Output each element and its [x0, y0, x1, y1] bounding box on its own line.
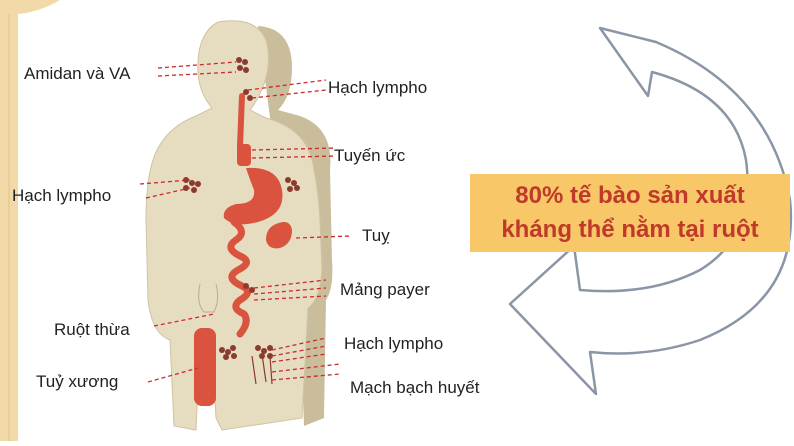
label-tuyen-uc: Tuyến ức — [334, 146, 405, 166]
callout-line-1: 80% tế bào sản xuất — [515, 179, 744, 213]
top-corner-decoration — [0, 0, 60, 14]
label-hach-lympho-neck: Hạch lympho — [328, 78, 427, 98]
label-ruot-thua: Ruột thừa — [54, 320, 130, 340]
callout-box: 80% tế bào sản xuất kháng thể nằm tại ru… — [470, 174, 790, 252]
label-hach-lympho-armpit: Hạch lympho — [12, 186, 111, 206]
label-mang-payer: Mảng payer — [340, 280, 430, 300]
thymus — [237, 144, 251, 166]
esophagus — [240, 96, 242, 146]
label-mach-bach-huyet: Mạch bạch huyết — [350, 378, 479, 398]
bone-marrow — [194, 328, 216, 406]
left-strip — [0, 0, 18, 441]
label-hach-lympho-groin: Hạch lympho — [344, 334, 443, 354]
label-amidan-va: Amidan và VA — [24, 64, 130, 84]
label-tuy: Tuỵ — [362, 226, 390, 246]
label-tuy-xuong: Tuỷ xương — [36, 372, 118, 392]
callout-line-2: kháng thể nằm tại ruột — [501, 213, 758, 247]
